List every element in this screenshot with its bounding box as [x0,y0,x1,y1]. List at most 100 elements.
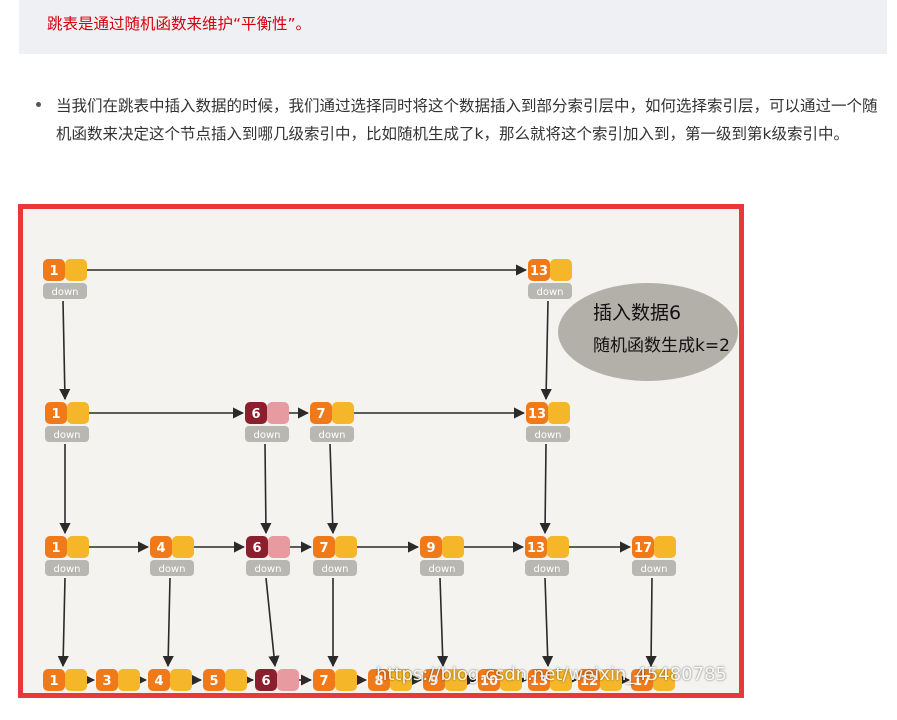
node-key-box [96,669,118,691]
node-value-label: 10 [480,674,498,689]
down-pointer-box [310,426,354,442]
skiplist-node: 5 [203,669,247,691]
note-line-2: 随机函数生成k=2 [593,336,730,356]
down-label: down [255,564,282,575]
down-label: down [641,564,668,575]
down-label: down [54,564,81,575]
skiplist-node: 4 down [150,536,194,576]
down-pointer-box [246,560,290,576]
node-key-box [45,536,67,558]
node-key-box [203,669,225,691]
node-value-label: 4 [156,541,165,556]
bullet-dot-icon [36,102,41,107]
down-pointer-arrow [260,443,272,535]
node-value-label: 9 [426,541,435,556]
node-pointer-box [67,536,89,558]
down-label: down [52,287,79,298]
node-value-label: 1 [49,674,58,689]
down-pointer-arrow [645,577,657,668]
node-value-label: 1 [51,541,60,556]
node-pointer-box [442,536,464,558]
node-key-box [632,536,654,558]
down-pointer-arrow [327,443,339,535]
node-value-label: 5 [209,674,218,689]
skiplist-node: 1 down [45,536,89,576]
node-key-box [313,669,335,691]
node-pointer-box [268,536,290,558]
list-item-text: 当我们在跳表中插入数据的时候，我们通过选择同时将这个数据插入到部分索引层中，如何… [56,97,878,143]
node-key-box [528,259,550,281]
skiplist-node: 9 down [420,536,464,576]
node-pointer-box [65,259,87,281]
down-pointer-box [43,283,87,299]
skiplist-node: 10 [478,669,522,691]
node-key-box [43,259,65,281]
down-label: down [319,430,346,441]
skiplist-node: 8 [368,669,412,691]
watermark: https://blog.csdn.net/weixin_45480785 [375,664,727,685]
node-pointer-box [118,669,140,691]
highlight-quote-block: 跳表是通过随机函数来维护“平衡性”。 [19,0,887,54]
node-key-box [313,536,335,558]
down-label: down [534,564,561,575]
skiplist-node: 7 down [310,402,354,442]
node-key-box [528,669,550,691]
node-pointer-box [65,669,87,691]
node-key-box [43,669,65,691]
node-value-label: 7 [316,407,325,422]
node-value-label: 13 [527,541,545,556]
node-pointer-box [332,402,354,424]
skiplist-node: 9 [423,669,467,691]
down-pointer-arrow [59,300,71,401]
node-key-box [45,402,67,424]
node-pointer-box [67,402,89,424]
node-key-box [368,669,390,691]
node-value-label: 7 [319,541,328,556]
node-pointer-box [335,669,357,691]
node-pointer-box [390,669,412,691]
node-pointer-box [550,669,572,691]
node-pointer-box [267,402,289,424]
down-pointer-box [525,560,569,576]
down-label: down [535,430,562,441]
skiplist-node: 1 down [43,259,87,299]
node-key-box [631,669,653,691]
node-key-box [526,402,548,424]
node-pointer-box [547,536,569,558]
skiplist-node: 17 [631,669,675,691]
node-value-label: 17 [633,674,651,689]
down-pointer-arrow [57,577,69,668]
node-pointer-box [653,669,675,691]
node-value-label: 8 [374,674,383,689]
node-key-box [525,536,547,558]
down-pointer-box [45,426,89,442]
down-pointer-box [420,560,464,576]
node-key-box [245,402,267,424]
skiplist-node: 6 [255,669,299,691]
down-pointer-box [632,560,676,576]
down-label: down [537,287,564,298]
skiplist-node: 17 down [632,536,676,576]
down-label: down [429,564,456,575]
bullet-list: 当我们在跳表中插入数据的时候，我们通过选择同时将这个数据插入到部分索引层中，如何… [36,92,886,148]
node-value-label: 6 [261,674,270,689]
down-pointer-box [150,560,194,576]
down-pointer-arrow [542,577,554,668]
quote-text: 跳表是通过随机函数来维护“平衡性”。 [47,15,312,33]
skiplist-node: 1 [43,669,87,691]
note-line-1: 插入数据6 [593,302,681,324]
node-value-label: 17 [634,541,652,556]
skiplist-node: 13 down [525,536,569,576]
node-value-label: 4 [154,674,163,689]
node-key-box [478,669,500,691]
node-value-label: 1 [49,264,58,279]
node-key-box [578,669,600,691]
node-value-label: 9 [429,674,438,689]
down-label: down [159,564,186,575]
node-value-label: 7 [319,674,328,689]
node-value-label: 12 [580,674,598,689]
